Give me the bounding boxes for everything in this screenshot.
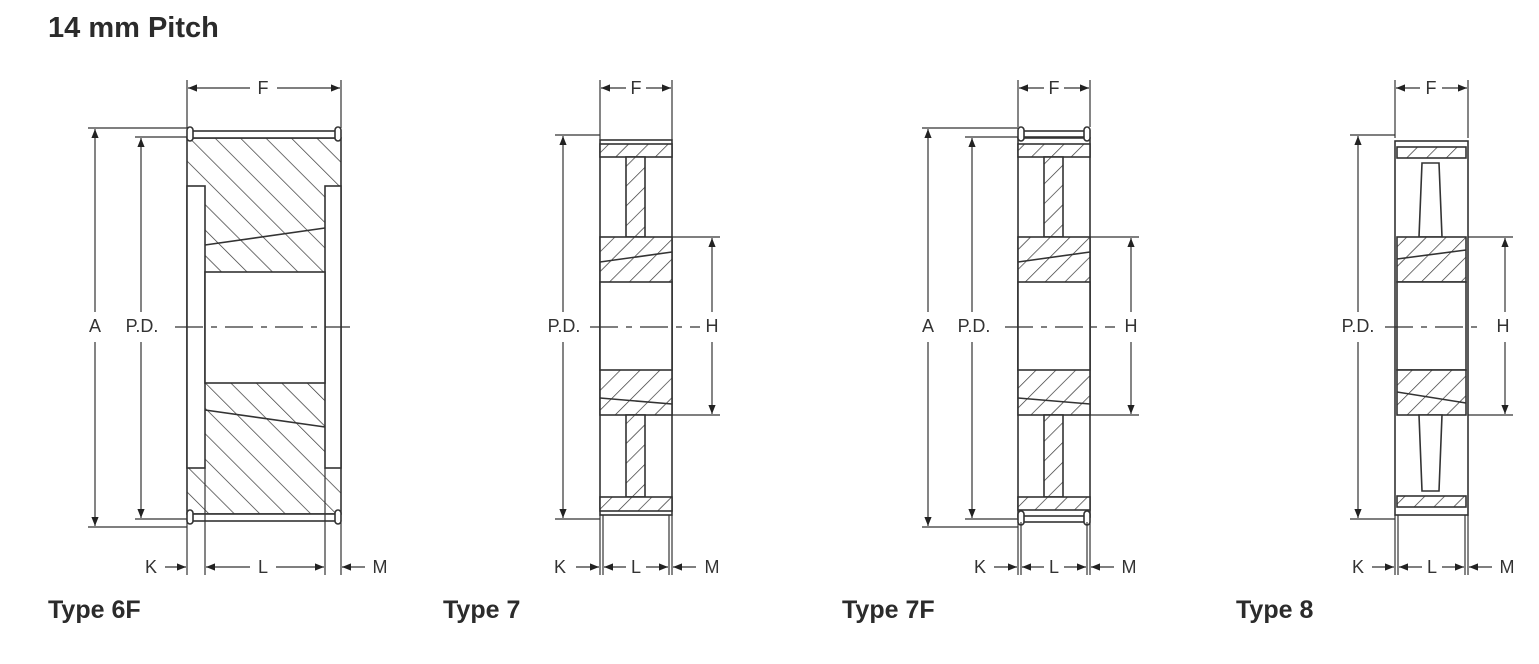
section-line [1017,397,1091,405]
dim-a: A [89,316,101,336]
rim-bottom [1396,495,1467,508]
dim-m: M [705,557,720,577]
flange-cap [1017,126,1025,142]
section-line [1017,251,1091,263]
dim-f: F [631,78,642,98]
dim-m: M [1122,557,1137,577]
dim-k: K [145,557,157,577]
flange-cap [186,126,194,142]
page-title: 14 mm Pitch [48,12,219,44]
tapered-web-bottom [1418,414,1443,492]
type-7f-drawing: F A P.D. H K L M [922,78,1139,577]
dim-l: L [1427,557,1437,577]
rim-top [599,143,673,158]
section-line [1396,391,1467,404]
dim-m: M [1500,557,1515,577]
type-8-label: Type 8 [1236,596,1314,624]
outline [1394,140,1469,516]
dim-pd: P.D. [548,316,581,336]
belt-top [189,130,339,139]
type-6f-drawing: F A P.D. K L M [88,78,388,577]
dim-pd: P.D. [958,316,991,336]
type-7f-label: Type 7F [842,596,935,624]
type-6f-label: Type 6F [48,596,141,624]
rim-top [1017,143,1091,158]
section-line [599,397,673,405]
web-bottom [1043,414,1064,498]
flange-cap [186,509,194,525]
type-8-drawing: F P.D. H K L M [1342,78,1515,577]
belt-bottom [189,513,339,522]
dim-l: L [631,557,641,577]
dim-f: F [1426,78,1437,98]
dim-h: H [706,316,719,336]
dim-f: F [258,78,269,98]
bore [599,281,673,371]
dim-pd: P.D. [1342,316,1375,336]
web-bottom [625,414,646,498]
tapered-web-top [1418,162,1443,238]
section-line [1396,249,1467,260]
flange-cap [334,126,342,142]
flange-cap [1083,126,1091,142]
dim-a: A [922,316,934,336]
hub-bottom [1396,369,1467,416]
bore [1396,281,1467,371]
dim-h: H [1125,316,1138,336]
dim-k: K [1352,557,1364,577]
type-7-label: Type 7 [443,596,521,624]
dim-f: F [1049,78,1060,98]
belt-bottom [1020,515,1088,523]
dim-m: M [373,557,388,577]
dim-l: L [1049,557,1059,577]
web-top [1043,156,1064,238]
flange-cap [334,509,342,525]
section-line [599,251,673,263]
dim-k: K [974,557,986,577]
bore [1017,281,1091,371]
rim-top [1396,146,1467,159]
web-top [625,156,646,238]
dim-h: H [1497,316,1510,336]
rim-bottom [1017,496,1091,511]
dim-pd: P.D. [126,316,159,336]
taper-line [204,409,326,428]
taper-line [204,227,326,246]
hub-top [1396,236,1467,283]
dim-l: L [258,557,268,577]
dim-k: K [554,557,566,577]
belt-top [1020,130,1088,138]
rim-bottom [599,496,673,512]
type-7-drawing: F P.D. H K L M [548,78,720,577]
